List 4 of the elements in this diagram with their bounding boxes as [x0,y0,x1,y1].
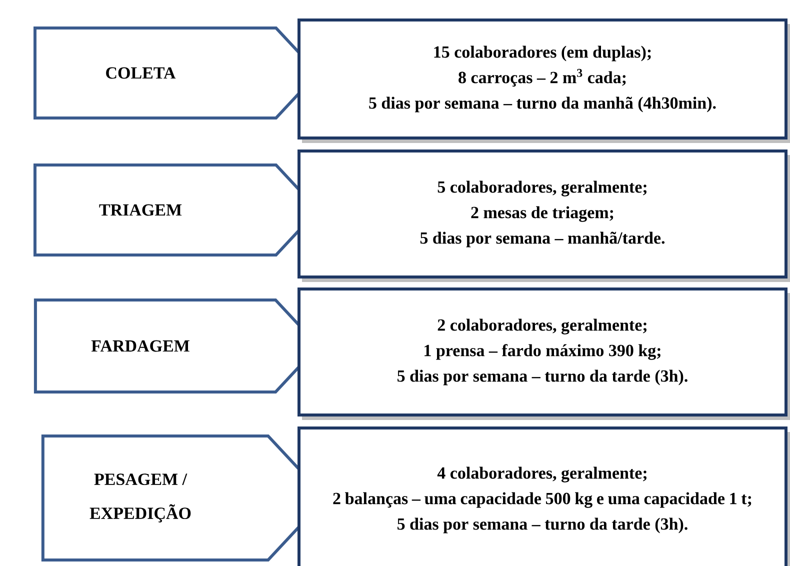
description-box: 15 colaboradores (em duplas); 8 carroças – 2 m$^{3}$ cada; 5 dias por semana – turno da manhã (4h30min). [298,18,790,143]
description-box: 4 colaboradores, geralmente; 2 balanças – uma capacidade 500 kg e uma capacidade 1 t; 5 dias por semana – turno da tarde (3h). [298,426,790,566]
description-box: 5 colaboradores, geralmente; 2 mesas de triagem; 5 dias por semana – manhã/tarde. [298,150,790,282]
description-box: 2 colaboradores, geralmente; 1 prensa – fardo máximo 390 kg; 5 dias por semana – turno da tarde (3h). [298,288,790,420]
